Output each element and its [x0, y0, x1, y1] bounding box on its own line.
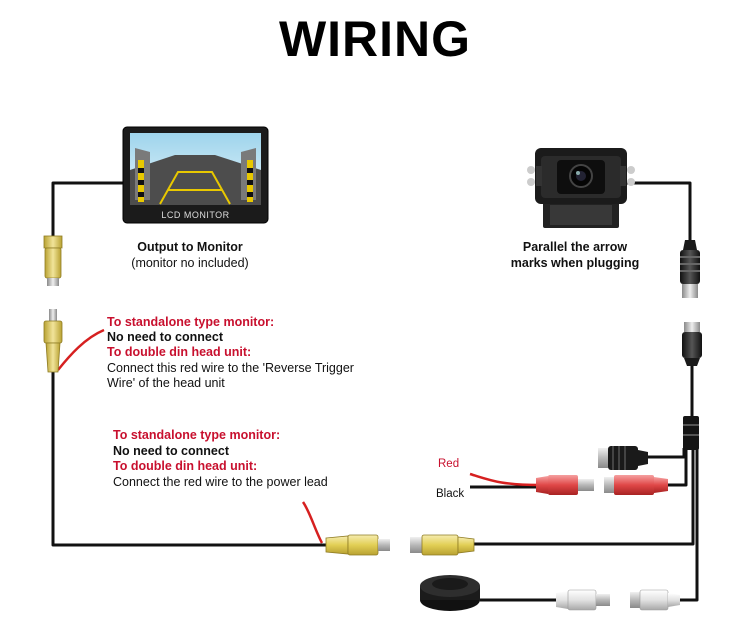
- aviation-connector-mid: [598, 446, 648, 470]
- wires: [51, 181, 699, 602]
- video-rca-female: [410, 534, 475, 556]
- black-lead-label: Black: [436, 488, 465, 500]
- lcd-monitor-label: LCD MONITOR: [161, 210, 230, 220]
- sensor-white-socket: [630, 589, 680, 611]
- red-rca-cable: [668, 448, 688, 487]
- camera-aviation-connector: [680, 240, 700, 298]
- video-note-heading2: To double din head unit:: [107, 345, 252, 359]
- cable-aviation-connector: [682, 322, 702, 366]
- power-red-plug: [536, 475, 594, 495]
- power-note-line1: No need to connect: [113, 444, 229, 458]
- video-cable-left: [51, 372, 330, 547]
- cable-splitter: [683, 416, 699, 450]
- rear-camera: [527, 148, 635, 228]
- power-note-heading2: To double din head unit:: [113, 459, 258, 473]
- power-note-line2: Connect the red wire to the power lead: [113, 475, 328, 489]
- white-rca-cable: [678, 430, 699, 602]
- camera-cable: [625, 181, 692, 240]
- power-note-heading1: To standalone type monitor:: [113, 428, 281, 442]
- lcd-monitor: [122, 126, 269, 224]
- video-cable-right: [472, 430, 695, 546]
- monitor-caption-line1: Output to Monitor: [137, 240, 243, 254]
- camera-caption-line1: Parallel the arrow: [522, 240, 628, 254]
- monitor-caption-line2: (monitor no included): [131, 256, 249, 270]
- monitor-cable: [51, 181, 124, 238]
- video-rca-male-vertical: [43, 309, 63, 373]
- camera-caption-line2: marks when plugging: [510, 256, 640, 270]
- reverse-trigger-red-wire: [57, 328, 105, 371]
- page-title: WIRING: [278, 11, 472, 67]
- video-note-line1: No need to connect: [107, 330, 223, 344]
- red-lead-label: Red: [438, 458, 460, 470]
- video-note-line2: Connect this red wire to the 'Reverse Tr…: [107, 361, 354, 375]
- power-red-wire-2: [301, 501, 324, 544]
- power-red-wire: [469, 472, 541, 487]
- mid-connector-cable: [644, 448, 686, 459]
- monitor-rca-female: [43, 235, 63, 286]
- sensor-white-plug: [556, 589, 610, 611]
- video-note-line3: Wire' of the head unit: [107, 376, 225, 390]
- video-note-heading1: To standalone type monitor:: [107, 315, 275, 329]
- video-rca-male: [325, 534, 390, 556]
- power-red-socket: [604, 475, 668, 495]
- sensor-puck: [420, 575, 480, 611]
